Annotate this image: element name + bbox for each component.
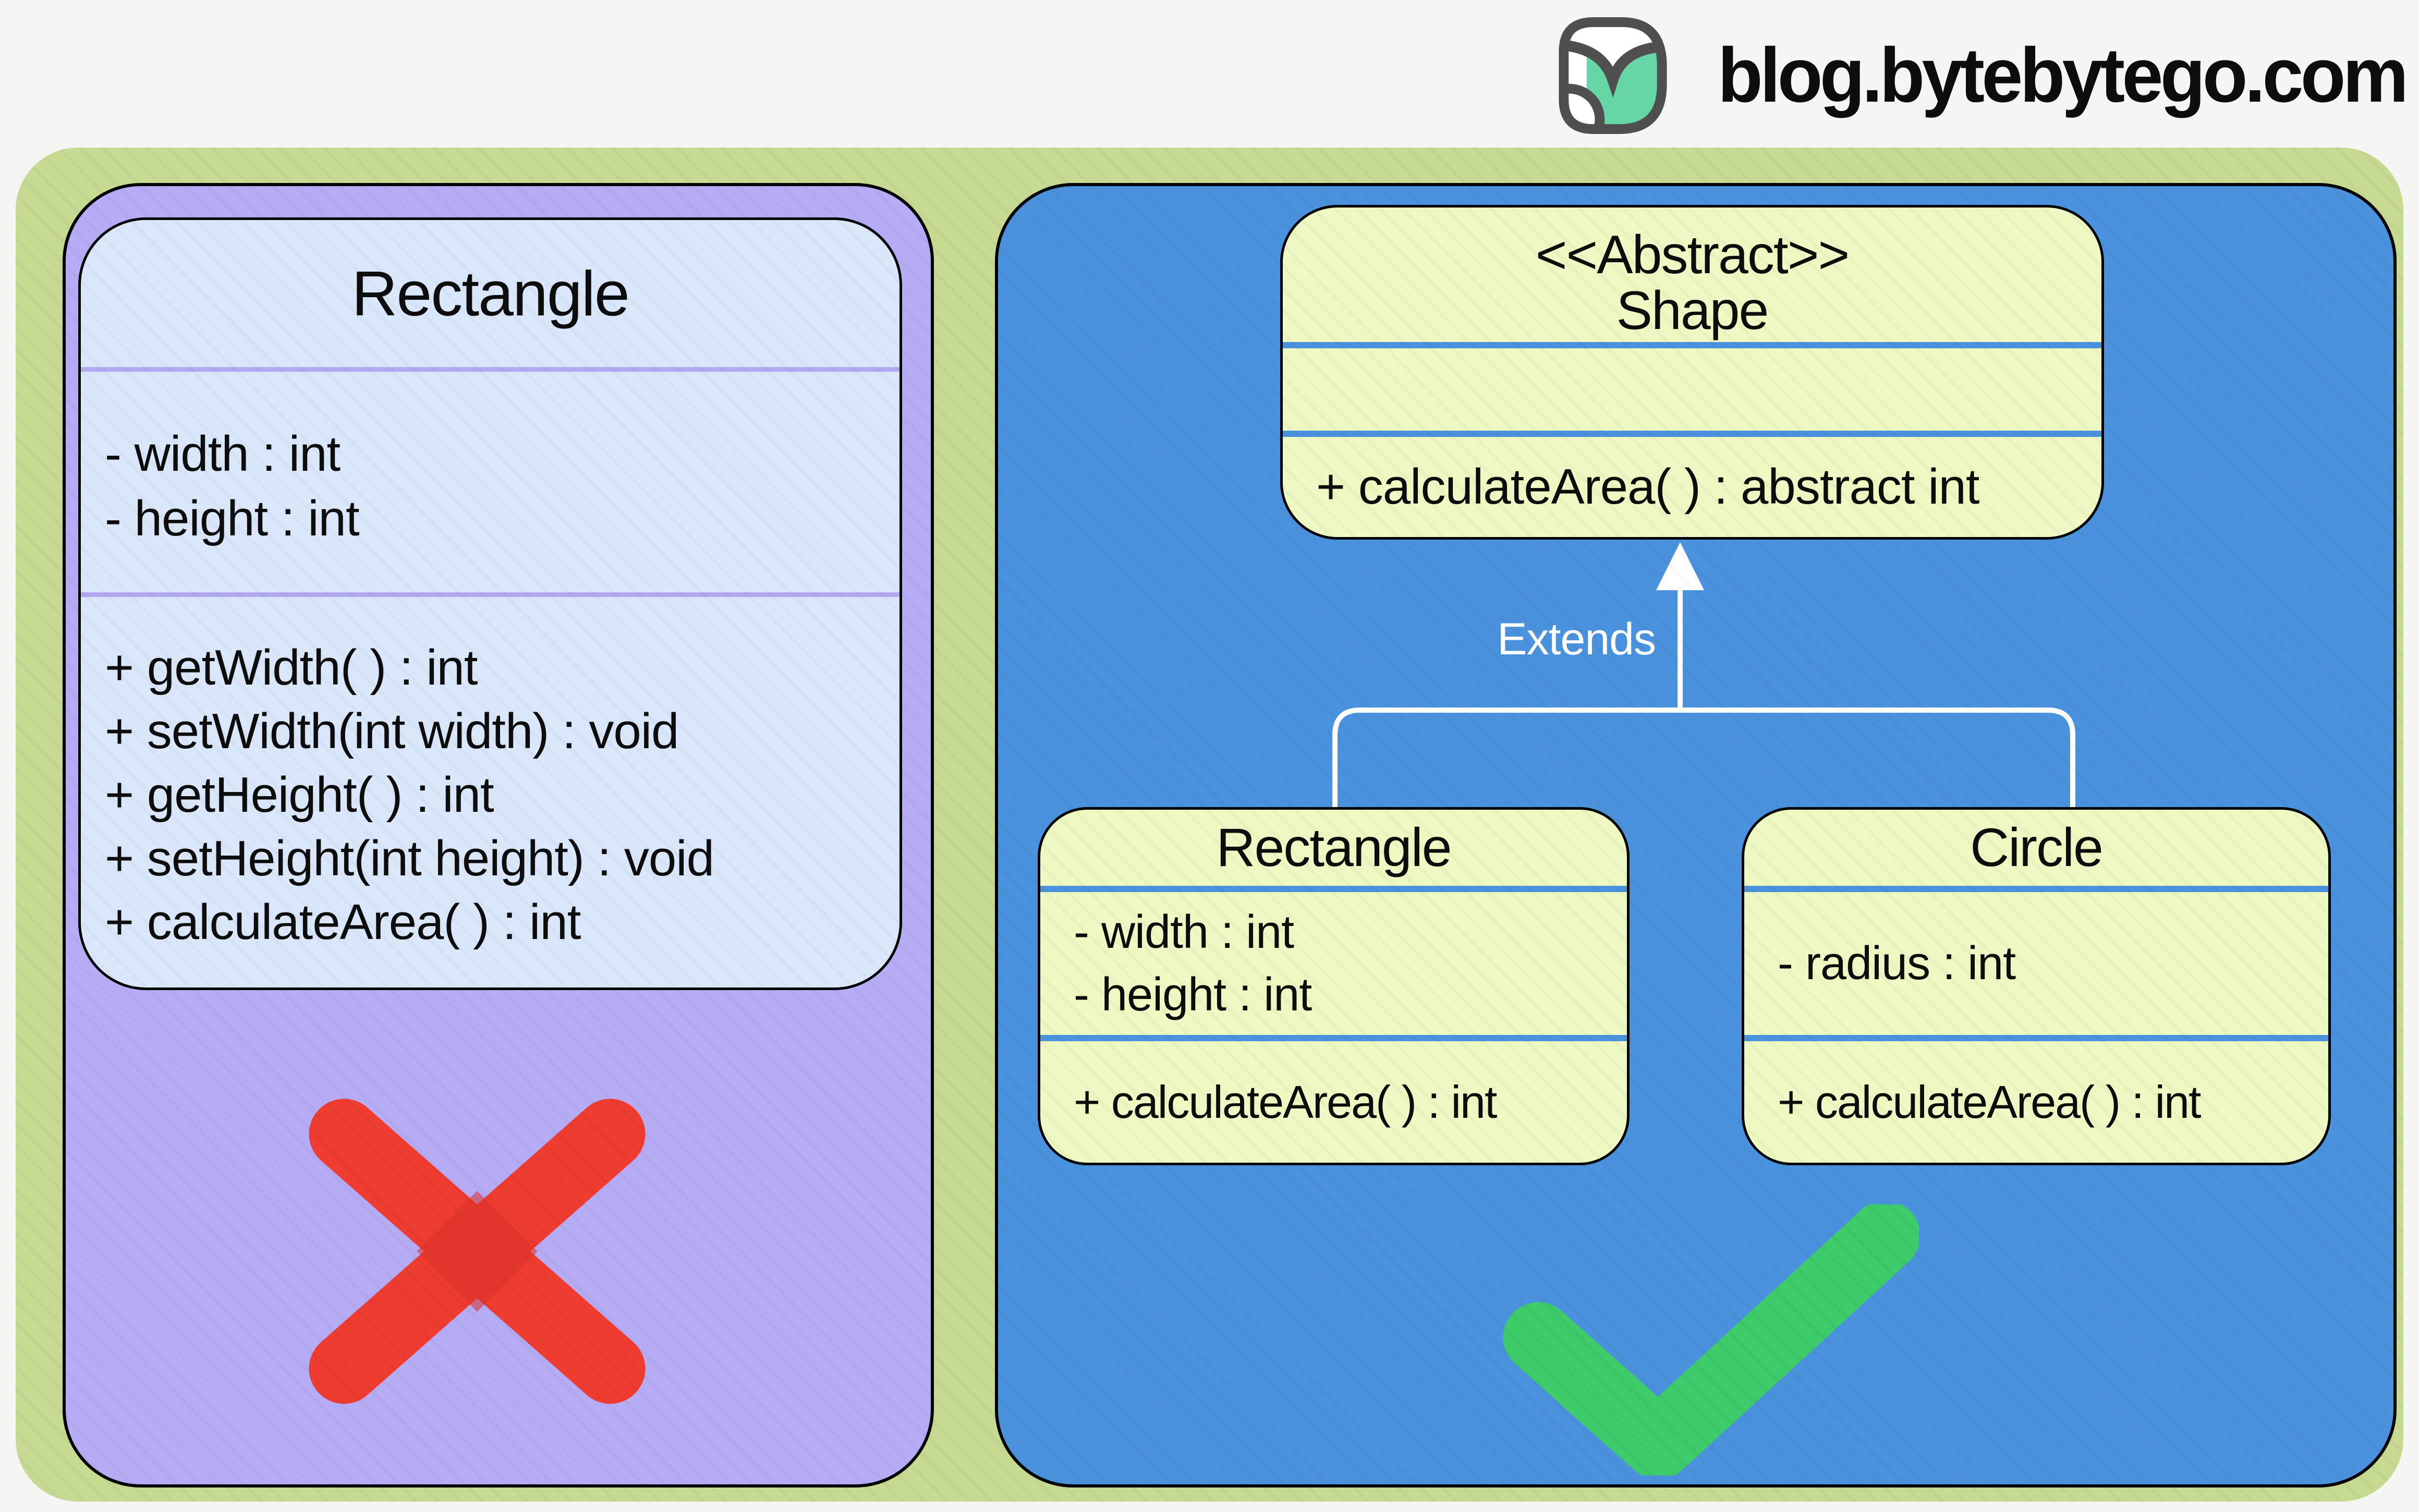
- class-title-block: <<Abstract>> Shape: [1283, 208, 2101, 342]
- class-section-divider: [81, 592, 899, 597]
- bad-design-panel: Rectangle - width : int - height : int +…: [63, 183, 934, 1487]
- bytebytego-owl-icon: [1559, 17, 1667, 134]
- class-section-divider: [1744, 886, 2328, 892]
- class-stereotype: <<Abstract>>: [1535, 225, 1850, 285]
- class-method: + calculateArea( ) : int: [105, 894, 581, 950]
- class-method: + getWidth( ) : int: [105, 639, 478, 696]
- class-attribute: - width : int: [1074, 906, 1294, 958]
- class-section-divider: [1040, 886, 1627, 892]
- class-attribute: - height : int: [105, 490, 360, 546]
- class-section-divider: [81, 367, 899, 372]
- red-x-icon: [309, 1099, 646, 1404]
- good-design-panel: Extends <<Abstract>> Shape + calculateAr…: [995, 183, 2397, 1487]
- class-methods: + getWidth( ) : int + setWidth(int width…: [81, 597, 899, 987]
- class-method: + getHeight( ) : int: [105, 766, 494, 823]
- class-attributes-empty: [1283, 348, 2101, 431]
- class-attributes: - width : int - height : int: [1040, 892, 1627, 1035]
- inheritance-arrow-icon: [1332, 542, 2075, 807]
- class-method: + setWidth(int width) : void: [105, 703, 679, 759]
- uml-class-rectangle-sub: Rectangle - width : int - height : int +…: [1038, 807, 1630, 1165]
- uml-class-shape-abstract: <<Abstract>> Shape + calculateArea( ) : …: [1280, 205, 2104, 540]
- class-method: + calculateArea( ) : abstract int: [1316, 459, 1980, 515]
- class-attribute: - height : int: [1074, 969, 1312, 1021]
- class-method: + calculateArea( ) : int: [1778, 1076, 2201, 1128]
- class-title: Rectangle: [1216, 817, 1452, 878]
- uml-class-rectangle-monolith: Rectangle - width : int - height : int +…: [78, 217, 902, 990]
- class-attributes: - radius : int: [1744, 892, 2328, 1035]
- site-header: blog.bytebytego.com: [1558, 16, 2409, 136]
- class-attribute: - radius : int: [1778, 937, 2016, 990]
- class-method: + calculateArea( ) : int: [1074, 1076, 1497, 1128]
- class-section-divider: [1040, 1035, 1627, 1041]
- class-method: + setHeight(int height) : void: [105, 830, 714, 886]
- green-check-icon: [1503, 1204, 1919, 1476]
- class-title: Shape: [1616, 281, 1769, 341]
- extends-relationship-label: Extends: [1497, 614, 1656, 664]
- uml-class-circle-sub: Circle - radius : int + calculateArea( )…: [1742, 807, 2331, 1165]
- class-section-divider: [1283, 342, 2101, 348]
- class-section-divider: [1744, 1035, 2328, 1041]
- class-title: Rectangle: [351, 258, 629, 329]
- class-title: Circle: [1970, 817, 2104, 878]
- site-url-label: blog.bytebytego.com: [1717, 32, 2409, 118]
- class-section-divider: [1283, 431, 2101, 437]
- class-attributes: - width : int - height : int: [81, 372, 899, 592]
- class-attribute: - width : int: [105, 425, 341, 482]
- diagram-artboard: Rectangle - width : int - height : int +…: [16, 148, 2403, 1502]
